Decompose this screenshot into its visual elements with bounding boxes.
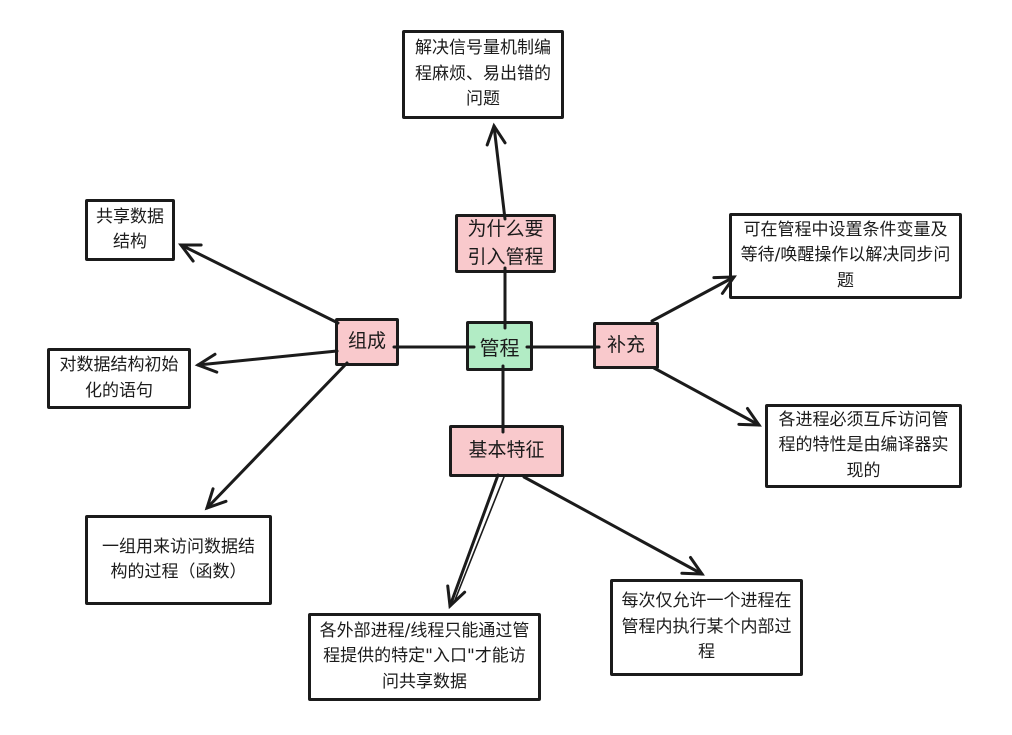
topic-supplement-label: 补充 bbox=[606, 333, 645, 356]
arrow-feat-to-entry-access-sketch bbox=[454, 476, 505, 601]
leaf-comp-init-statement: 对数据结构初始化的语句 bbox=[47, 348, 191, 409]
leaf-feat-entry-access-label: 各外部进程/线程只能通过管程提供的特定"入口"才能访问共享数据 bbox=[319, 620, 530, 692]
leaf-supp-compiler-mutex-label: 各进程必须互斥访问管程的特性是由编译器实现的 bbox=[778, 409, 949, 481]
node-center-monitor: 管程 bbox=[466, 321, 533, 371]
leaf-supp-condition-variables-label: 可在管程中设置条件变量及等待/唤醒操作以解决同步问题 bbox=[740, 219, 951, 291]
leaf-supp-condition-variables: 可在管程中设置条件变量及等待/唤醒操作以解决同步问题 bbox=[729, 213, 962, 299]
topic-composition-label: 组成 bbox=[347, 330, 386, 353]
topic-supplement: 补充 bbox=[593, 322, 659, 369]
arrow-supp-to-compiler-mutex bbox=[652, 366, 762, 427]
node-center-monitor-label: 管程 bbox=[479, 335, 520, 360]
arrow-comp-to-procedures bbox=[204, 361, 349, 511]
topic-basic-features: 基本特征 bbox=[449, 425, 564, 477]
topic-why-intro: 为什么要引入管程 bbox=[455, 214, 556, 273]
leaf-why-reason-label: 解决信号量机制编程麻烦、易出错的问题 bbox=[415, 38, 551, 110]
leaf-comp-procedures-label: 一组用来访问数据结构的过程（函数） bbox=[102, 536, 255, 583]
leaf-why-reason: 解决信号量机制编程麻烦、易出错的问题 bbox=[402, 30, 564, 119]
arrow-supp-to-condition-variables bbox=[650, 275, 737, 323]
leaf-comp-shared-data: 共享数据结构 bbox=[85, 199, 175, 261]
leaf-supp-compiler-mutex: 各进程必须互斥访问管程的特性是由编译器实现的 bbox=[765, 404, 962, 488]
topic-basic-features-label: 基本特征 bbox=[468, 439, 545, 462]
arrow-why-to-reason bbox=[485, 122, 507, 221]
leaf-comp-init-statement-label: 对数据结构初始化的语句 bbox=[59, 355, 179, 401]
arrow-feat-to-entry-access bbox=[446, 473, 500, 610]
leaf-feat-one-process-label: 每次仅允许一个进程在管程内执行某个内部过程 bbox=[621, 591, 792, 663]
topic-composition: 组成 bbox=[335, 318, 399, 366]
arrow-feat-to-one-process bbox=[522, 475, 705, 576]
leaf-feat-one-process: 每次仅允许一个进程在管程内执行某个内部过程 bbox=[610, 579, 803, 676]
leaf-comp-procedures: 一组用来访问数据结构的过程（函数） bbox=[85, 515, 272, 605]
arrow-comp-to-init-statement bbox=[194, 349, 339, 374]
leaf-feat-entry-access: 各外部进程/线程只能通过管程提供的特定"入口"才能访问共享数据 bbox=[308, 613, 541, 701]
leaf-comp-shared-data-label: 共享数据结构 bbox=[96, 206, 164, 253]
topic-why-intro-label: 为什么要引入管程 bbox=[467, 217, 544, 268]
arrow-comp-to-shared-data bbox=[177, 243, 340, 325]
